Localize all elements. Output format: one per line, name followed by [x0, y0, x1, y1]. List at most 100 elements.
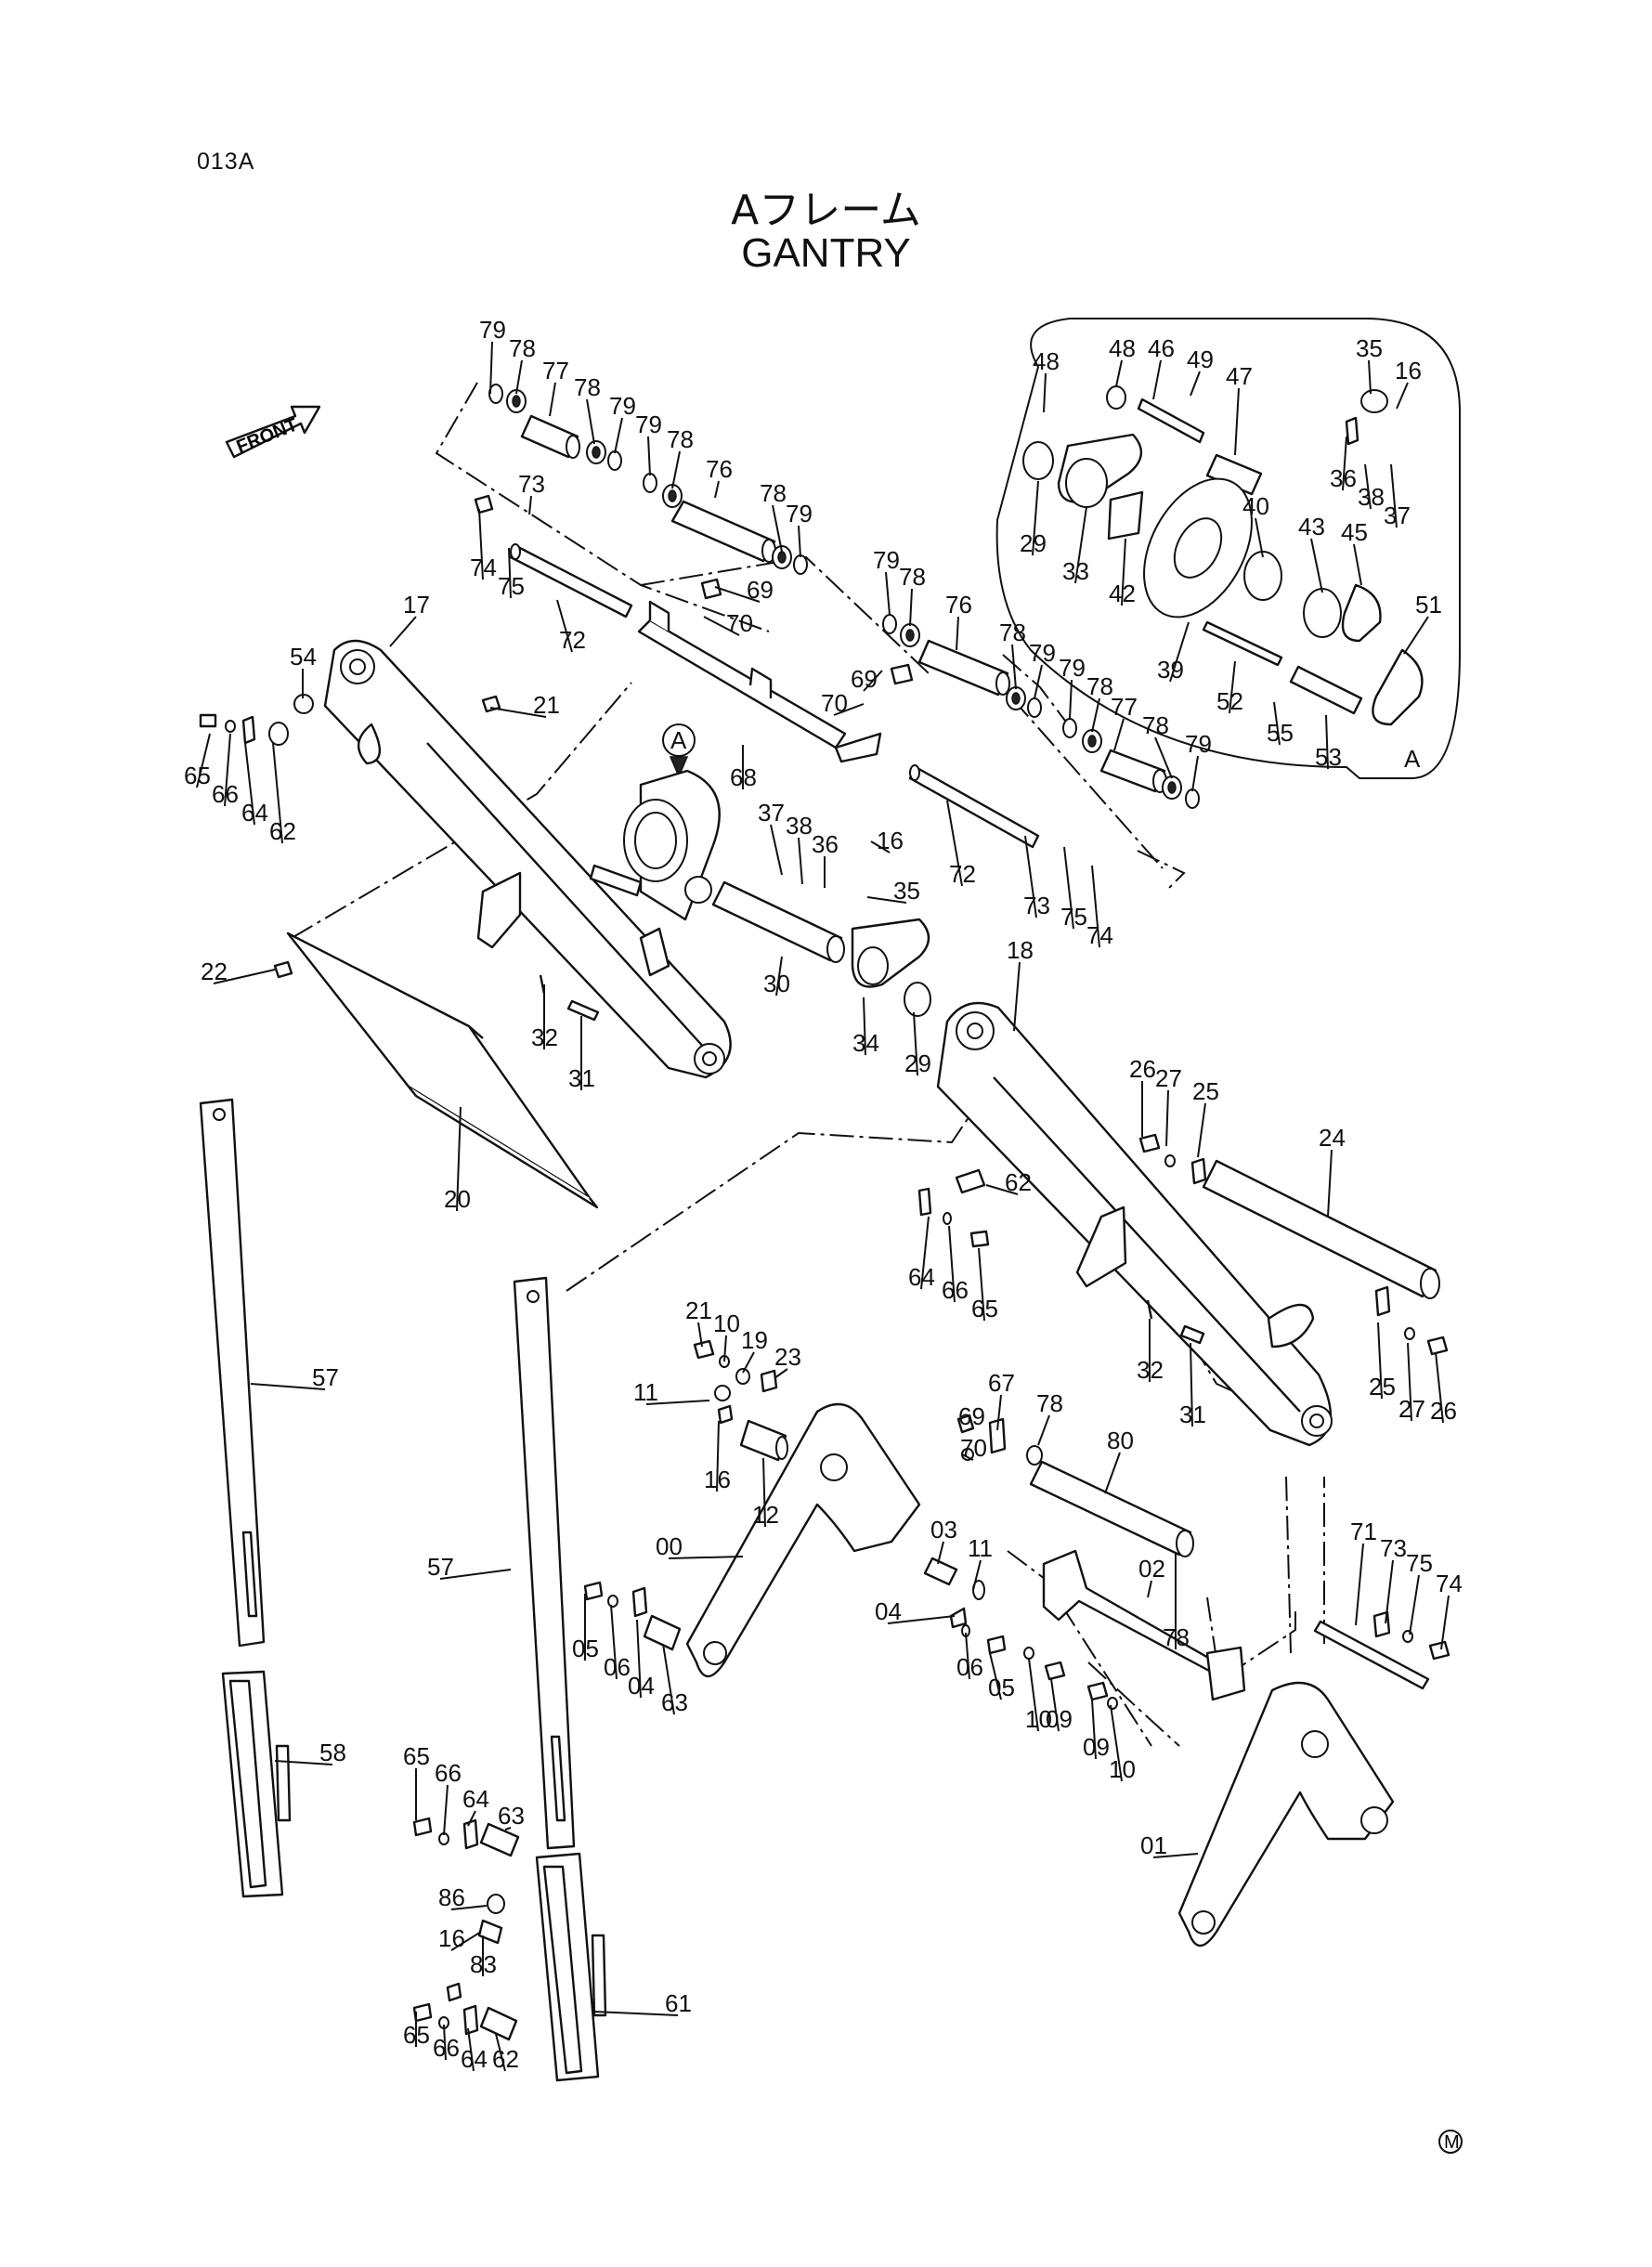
bolt-22: [273, 960, 293, 979]
callout-leader-line: [723, 1335, 727, 1362]
part-number-label: 78: [667, 425, 694, 453]
part-number-label: 05: [572, 1635, 599, 1662]
part-number-label: 63: [661, 1688, 688, 1716]
part-number-label: 74: [470, 554, 497, 581]
part-number-label: 78: [1086, 672, 1113, 700]
part-number-label: 29: [1020, 529, 1047, 557]
callout-leader-line: [593, 2011, 679, 2016]
part-number-label: 29: [904, 1049, 931, 1077]
part-number-label: 72: [559, 626, 586, 654]
callout-leader-line: [989, 1652, 1002, 1700]
part-number-label: 19: [741, 1326, 768, 1354]
callout-leader-line: [1028, 1658, 1039, 1732]
frame-member-00: [685, 1402, 921, 1678]
callout-leader-line: [863, 997, 866, 1056]
part-number-label: 58: [319, 1739, 346, 1766]
callout-leader-line: [996, 1394, 1002, 1431]
detail-a-label: A: [1404, 745, 1421, 773]
part-number-label: 01: [1140, 1831, 1167, 1859]
callout-leader-line: [1110, 1704, 1123, 1782]
part-number-label: 52: [1216, 687, 1243, 715]
callout-leader-line: [1310, 538, 1323, 593]
pin-24: [1202, 1159, 1440, 1299]
part-number-label: 48: [1033, 347, 1060, 375]
callout-leader-line: [1407, 1342, 1412, 1422]
part-number-label: 71: [1350, 1518, 1377, 1545]
part-number-label: 74: [1086, 921, 1113, 949]
part-number-label: 23: [774, 1343, 801, 1371]
part-number-label: 64: [241, 799, 268, 827]
callout-leader-line: [1011, 644, 1017, 690]
part-number-label: 36: [1330, 464, 1357, 492]
part-number-label: 11: [968, 1534, 993, 1562]
plate-20: [286, 932, 599, 1209]
title-english: GANTRY: [741, 230, 911, 276]
part-number-label: 76: [945, 591, 972, 619]
part-number-label: 69: [747, 576, 774, 604]
hardware-small-parts: [199, 494, 1450, 2041]
part-number-label: 49: [1187, 345, 1214, 373]
callout-leader-line: [1377, 1322, 1383, 1400]
pin-76-mid: [917, 639, 1010, 697]
callout-leader-line: [443, 1784, 449, 1836]
callout-leader-line: [866, 896, 907, 904]
callout-leader-line: [833, 703, 865, 716]
callout-leader-line: [1403, 616, 1429, 655]
part-number-label: 00: [656, 1532, 683, 1560]
callout-leader-line: [272, 742, 283, 844]
part-number-label: 12: [752, 1501, 779, 1529]
part-number-label: 38: [786, 812, 813, 840]
callout-leader-line: [714, 480, 720, 499]
part-number-label: 04: [628, 1672, 655, 1700]
part-number-label: 79: [1029, 639, 1056, 667]
part-number-label: 75: [1406, 1549, 1433, 1577]
callout-leader-line: [1190, 1342, 1193, 1427]
part-number-label: 51: [1415, 591, 1442, 619]
callout-leader-line: [1037, 1414, 1050, 1446]
part-number-label: 20: [444, 1185, 471, 1213]
part-number-label: 65: [971, 1295, 998, 1322]
callout-leader-line: [1234, 387, 1240, 456]
part-number-label: 32: [1137, 1356, 1164, 1384]
part-number-label: 78: [999, 619, 1026, 646]
callout-leader-line: [504, 1827, 512, 1831]
part-number-label: 65: [403, 2021, 430, 2049]
callout-leader-line: [610, 1604, 618, 1680]
link-57-left: [199, 1098, 266, 1648]
part-number-label: 53: [1315, 743, 1342, 771]
part-number-label: 42: [1109, 580, 1136, 607]
part-number-label: 62: [269, 817, 296, 845]
callout-leader-line: [645, 1400, 710, 1405]
part-number-label: 65: [184, 762, 211, 789]
bracket-68: [637, 600, 882, 763]
frame-member-01: [1177, 1681, 1395, 1948]
part-number-label: 05: [988, 1674, 1015, 1701]
part-number-label: 35: [893, 877, 920, 905]
part-number-label: 34: [852, 1029, 879, 1057]
callout-leader-line: [716, 1420, 720, 1492]
callout-leader-line: [1115, 359, 1123, 387]
callout-leader-line: [913, 1011, 918, 1076]
long-pin-72-lower: [908, 764, 1040, 849]
callout-leader-line: [224, 733, 231, 807]
callout-leader-line: [1342, 436, 1347, 491]
part-number-label: 66: [942, 1276, 969, 1304]
callout-leader-line: [196, 733, 211, 788]
part-number-label: 25: [1192, 1077, 1219, 1105]
gantry-member-18: [936, 1001, 1333, 1447]
part-number-label: 72: [949, 860, 976, 888]
callout-leader-line: [1355, 1543, 1364, 1626]
sheave-assembly-a: [589, 769, 721, 921]
callout-leader-line: [1147, 1580, 1152, 1598]
callout-leader-line: [1385, 1559, 1394, 1624]
callout-leader-line: [478, 508, 484, 580]
callout-leader-line: [1091, 697, 1100, 733]
callout-leader-line: [1165, 1089, 1169, 1147]
part-number-label: 80: [1107, 1427, 1134, 1454]
part-number-label: 79: [609, 392, 636, 420]
long-pin-72-upper: [509, 543, 633, 619]
callout-leader-line: [450, 1931, 482, 1951]
part-number-label: 73: [518, 470, 545, 498]
callout-leader-line: [456, 1106, 462, 1212]
part-number-label: 39: [1157, 656, 1184, 684]
